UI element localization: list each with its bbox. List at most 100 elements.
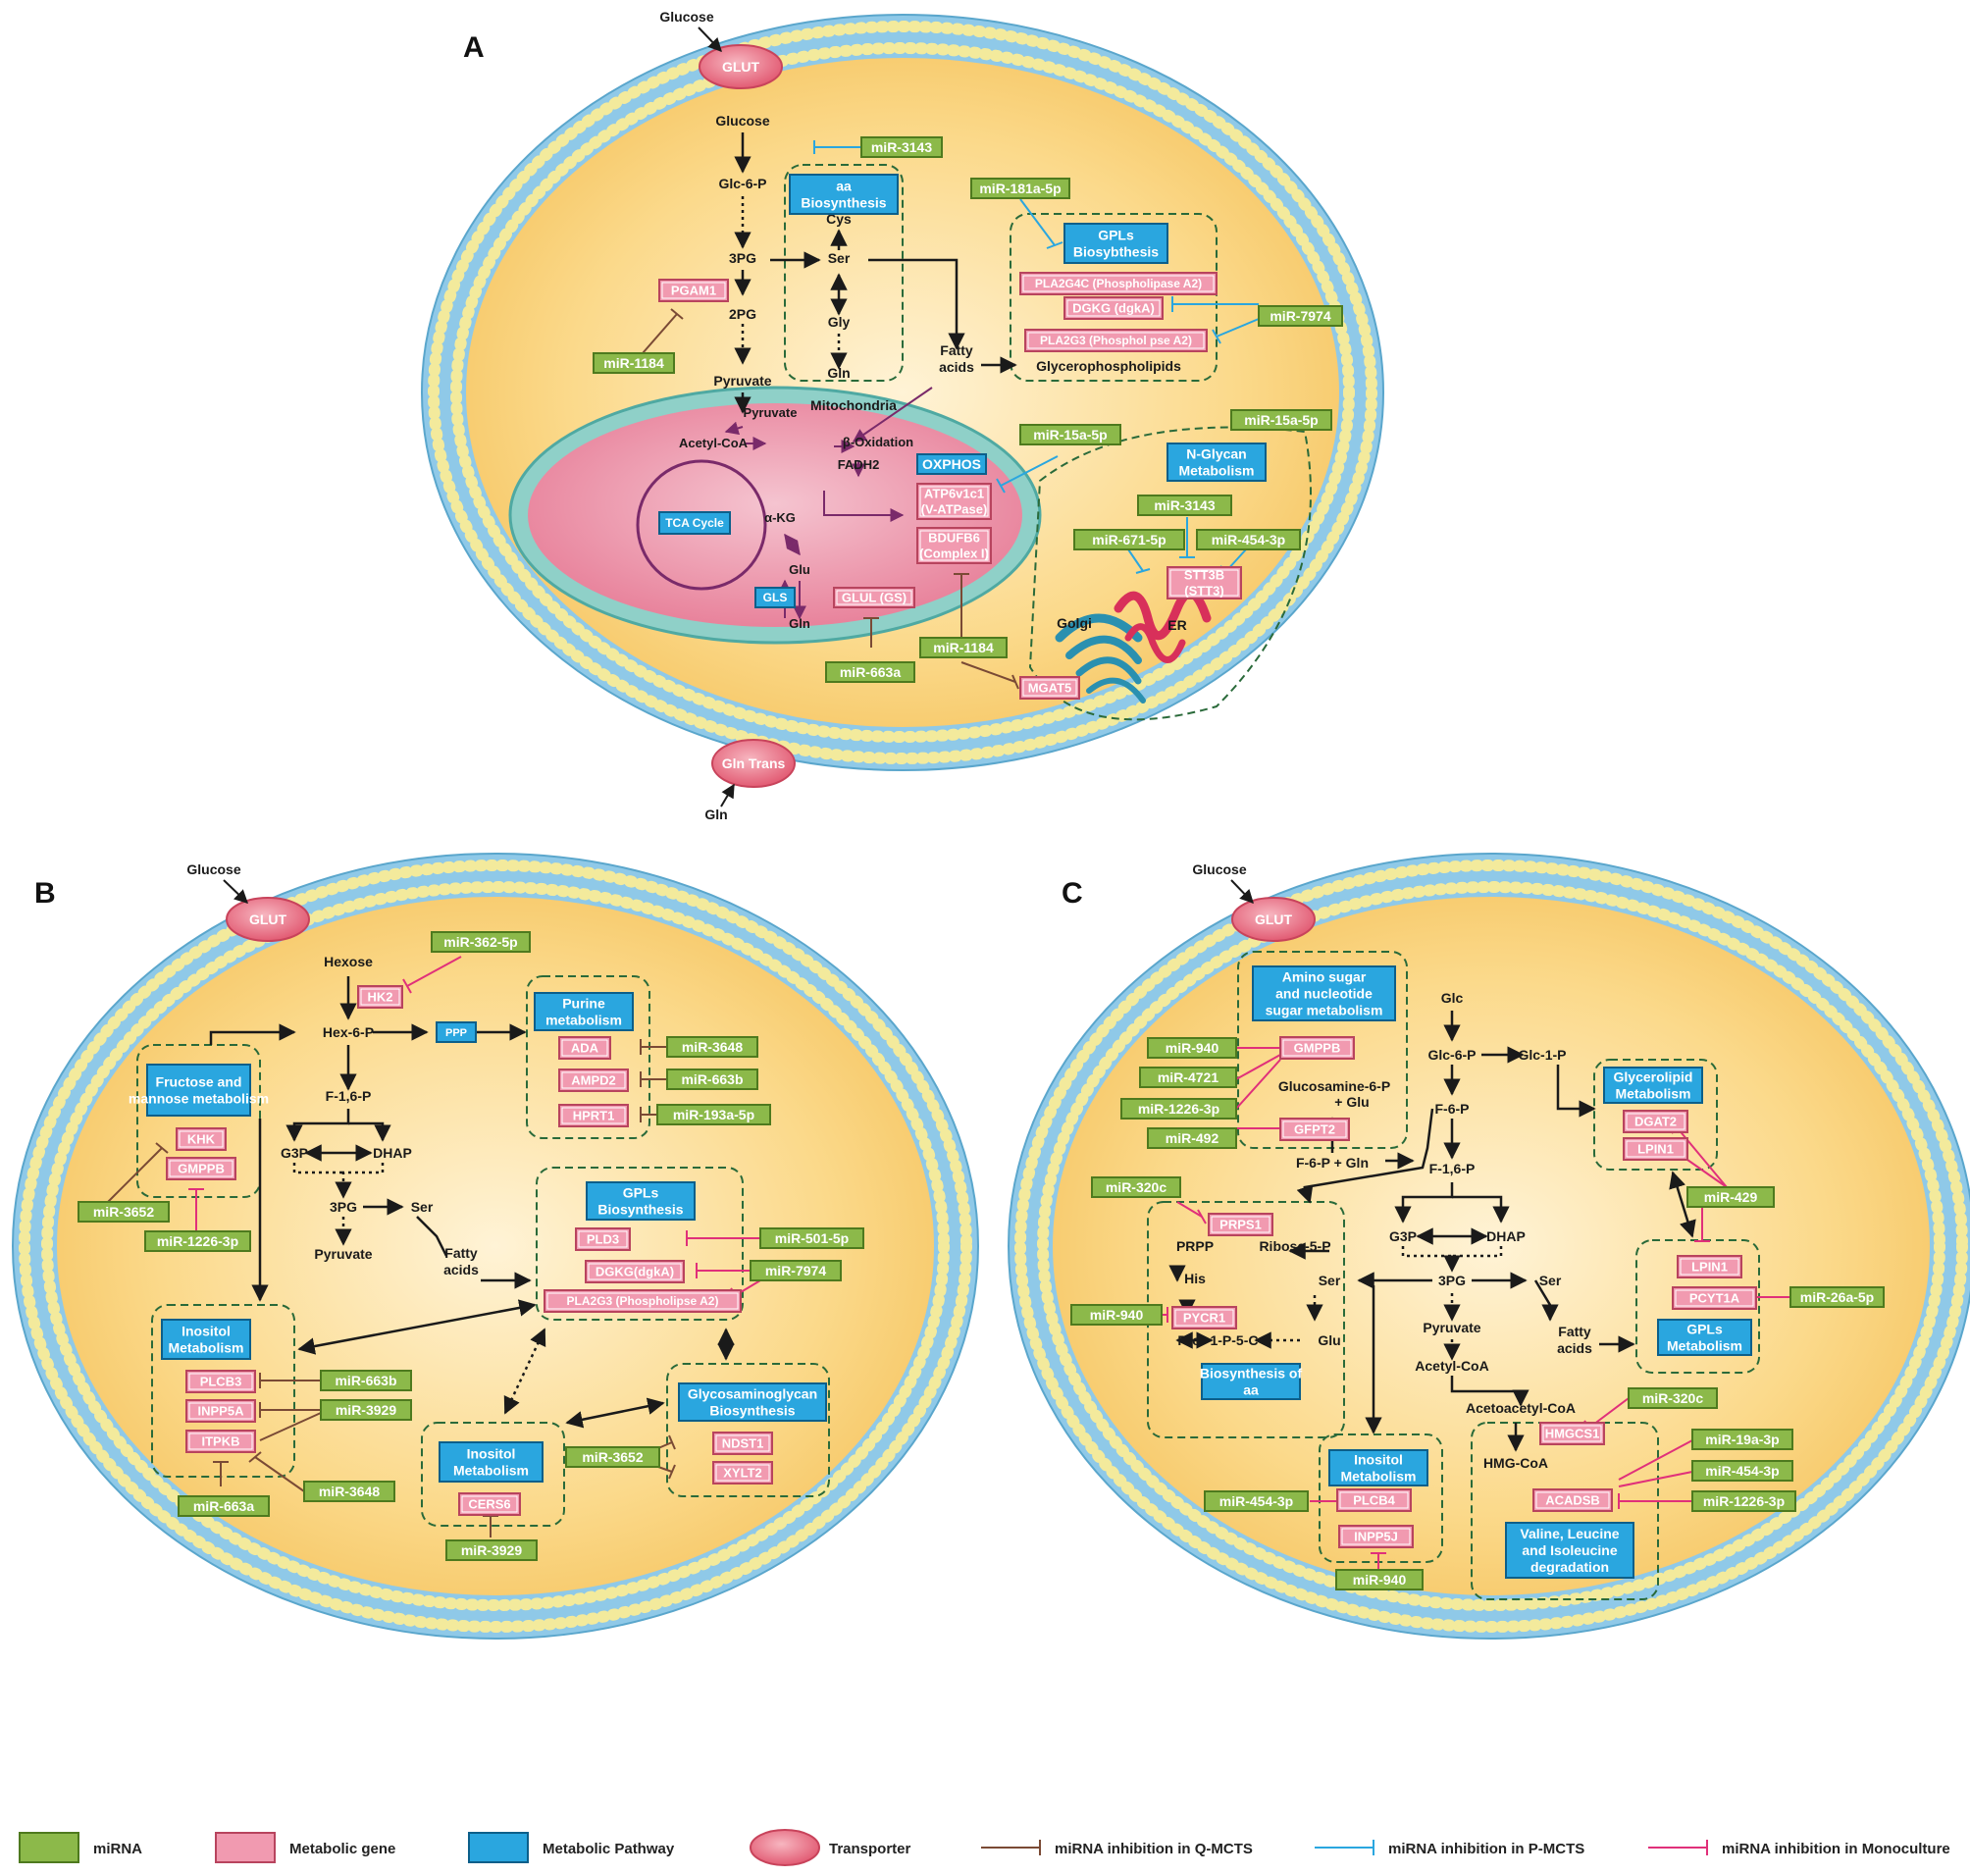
mirna-box: miR-1226-3p <box>1691 1490 1796 1512</box>
box-label: STT3B <box>1184 568 1224 583</box>
box-label: PCYT1A <box>1689 1291 1740 1306</box>
box-label: miR-663b <box>681 1071 743 1087</box>
gene-box: PRPS1 <box>1208 1213 1273 1236</box>
box-label: ITPKB <box>202 1434 240 1449</box>
mirna-box: miR-940 <box>1147 1037 1237 1059</box>
gene-box: PLCB4 <box>1336 1488 1412 1512</box>
box-label: miR-7974 <box>1270 308 1330 324</box>
gene-box-bg <box>558 1104 629 1127</box>
gene-box-inner <box>188 1402 253 1420</box>
mirna-box: miR-1226-3p <box>144 1230 251 1252</box>
gene-box-bg <box>544 1289 742 1313</box>
mirna-box-bg <box>825 661 915 683</box>
gene-box-inner <box>1022 275 1215 292</box>
gene-box: PLD3 <box>575 1227 631 1251</box>
box-label: (V-ATPase) <box>921 502 988 517</box>
gene-box-inner <box>715 1464 770 1482</box>
box-label: miR-3648 <box>682 1039 743 1055</box>
panel-letter-c: C <box>1062 877 1083 910</box>
inhibition-lines-a <box>642 140 1260 690</box>
gene-box-inner <box>1211 1216 1270 1233</box>
mirna-box: miR-501-5p <box>759 1227 864 1249</box>
box-label: miR-3652 <box>93 1204 154 1220</box>
cell-membrane-a <box>421 14 1384 771</box>
box-label: miR-501-5p <box>775 1230 849 1246</box>
mirna-box: miR-3648 <box>666 1036 758 1058</box>
gene-box: ATP6v1c1(V-ATPase) <box>916 483 992 520</box>
metabolite-label: F-1,6-P <box>326 1088 372 1104</box>
box-label: miR-663a <box>193 1498 254 1514</box>
gene-box-inner <box>360 988 400 1006</box>
box-label: miR-3648 <box>319 1484 380 1499</box>
pathway-box-bg <box>678 1382 827 1422</box>
box-label: miR-671-5p <box>1092 532 1166 547</box>
box-label: miR-3143 <box>871 139 932 155</box>
metabolite-label: Ser <box>1319 1273 1341 1288</box>
gene-box-bg <box>185 1370 256 1393</box>
gene-box-bg <box>357 985 403 1009</box>
gene-box-bg <box>1539 1422 1605 1445</box>
gene-box-inner <box>919 530 989 561</box>
box-label: ATP6v1c1 <box>924 487 984 501</box>
metabolite-label: acids <box>939 359 974 375</box>
pathway-box-bg <box>439 1441 544 1483</box>
metabolite-label: 1-P-5-C <box>1210 1332 1258 1348</box>
mirna-box-bg <box>144 1230 251 1252</box>
legend-item-m: miRNA inhibition in Monoculture <box>1648 1840 1950 1857</box>
box-label: miR-3929 <box>336 1402 396 1418</box>
box-label: DGKG(dgkA) <box>596 1265 674 1279</box>
box-label: DGKG (dgkA) <box>1072 301 1155 316</box>
legend-swatch <box>750 1829 820 1866</box>
mirna-box-bg <box>1691 1460 1793 1482</box>
gene-box: PYCR1 <box>1171 1306 1237 1329</box>
gene-box-bg <box>1019 272 1218 295</box>
gene-box: ACADSB <box>1532 1488 1613 1512</box>
region-inositol-b2 <box>421 1422 565 1527</box>
legend-swatch <box>468 1832 529 1863</box>
mirna-box: miR-940 <box>1335 1569 1424 1590</box>
panel-a: A <box>421 9 1384 822</box>
gene-box-bg <box>658 279 729 302</box>
pathway-box-bg <box>1505 1522 1634 1579</box>
pathway-box: TCA Cycle <box>658 511 731 535</box>
box-label: and Isoleucine <box>1522 1542 1617 1558</box>
gene-box-bg <box>458 1492 521 1516</box>
gene-box-bg <box>712 1461 773 1485</box>
box-label: miR-320c <box>1106 1179 1166 1195</box>
gene-box-inner <box>919 486 989 517</box>
gene-box-inner <box>169 1160 233 1177</box>
mirna-box: miR-663a <box>178 1495 270 1517</box>
box-label: miR-193a-5p <box>673 1107 754 1122</box>
box-label: miR-3652 <box>582 1449 643 1465</box>
gene-box-inner <box>1626 1140 1685 1158</box>
gene-box-inner <box>546 1292 739 1310</box>
box-label: GLS <box>763 591 788 604</box>
legend-item-transporter: Transporter <box>750 1829 911 1866</box>
box-label: PLCB3 <box>200 1375 242 1389</box>
gene-box-inner <box>1022 679 1077 697</box>
pathway-box-bg <box>161 1319 251 1360</box>
metabolite-label: + Glu <box>1334 1094 1369 1110</box>
box-label: Biosynthesis of <box>1200 1365 1303 1381</box>
gene-box: PLA2G3 (Phosphol pse A2) <box>1024 329 1208 352</box>
pathway-box-bg <box>1252 965 1396 1021</box>
metabolite-label: Glc <box>1441 990 1464 1006</box>
mirna-box-bg <box>1070 1304 1163 1326</box>
gene-box: GLUL (GS) <box>833 587 915 608</box>
metabolite-label: 3PG <box>330 1199 357 1215</box>
region-glycosaminoglycan <box>666 1363 830 1497</box>
box-label: miR-454-3p <box>1212 532 1285 547</box>
gene-box-bg <box>1279 1036 1355 1060</box>
metabolite-label: α-KG <box>764 510 796 525</box>
mirna-box: miR-3929 <box>320 1399 412 1421</box>
gene-box-bg <box>1019 676 1080 700</box>
gene-box: CERS6 <box>458 1492 521 1516</box>
mirna-box-bg <box>1230 409 1332 431</box>
gene-box-inner <box>1542 1425 1602 1442</box>
box-label: GPLs <box>623 1184 659 1200</box>
gene-box: INPP5J <box>1338 1525 1414 1548</box>
